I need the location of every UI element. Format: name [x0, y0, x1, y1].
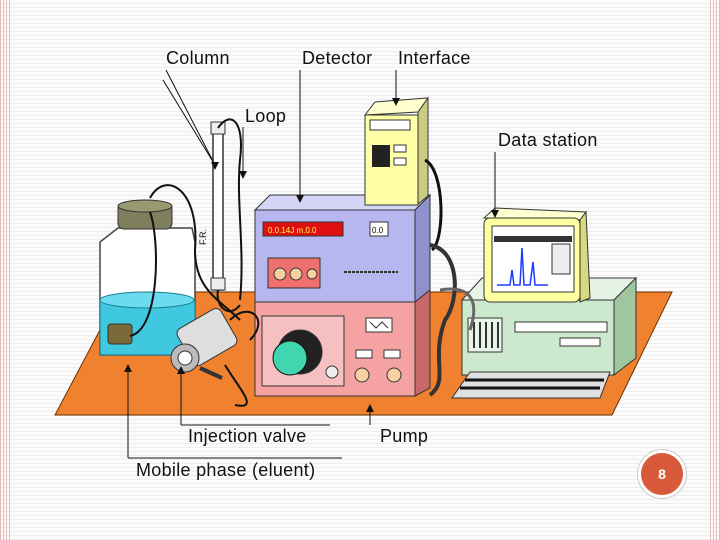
label-loop: Loop — [245, 106, 287, 126]
pump — [254, 288, 431, 397]
label-detector: Detector — [302, 48, 373, 68]
column-tag: F.R. — [198, 229, 208, 245]
label-injection-valve: Injection valve — [188, 426, 307, 446]
label-interface: Interface — [398, 48, 471, 68]
keyboard — [451, 371, 611, 399]
column: F.R. — [198, 121, 226, 291]
slide-border-left — [0, 0, 10, 540]
label-pump: Pump — [380, 426, 429, 446]
monitor — [482, 207, 591, 303]
label-data-station: Data station — [498, 130, 598, 150]
pointer-lines — [127, 69, 496, 459]
loop-tubing — [217, 118, 243, 301]
label-mobile-phase: Mobile phase (eluent) — [136, 460, 316, 480]
slide-number-badge: 8 — [638, 450, 686, 498]
detector-small-display: 0.0 — [372, 226, 384, 235]
computer-base — [460, 276, 638, 377]
cable-a — [428, 243, 457, 397]
detector: 0.0.14J m.0.0 0.0 — [253, 193, 432, 304]
interface — [363, 96, 443, 252]
cable-b — [439, 287, 476, 331]
slide-border-right — [710, 0, 720, 540]
mobile-phase-bottle — [99, 184, 241, 356]
injection-valve — [170, 308, 260, 407]
detector-display: 0.0.14J m.0.0 — [268, 226, 317, 235]
label-column: Column — [166, 48, 230, 68]
